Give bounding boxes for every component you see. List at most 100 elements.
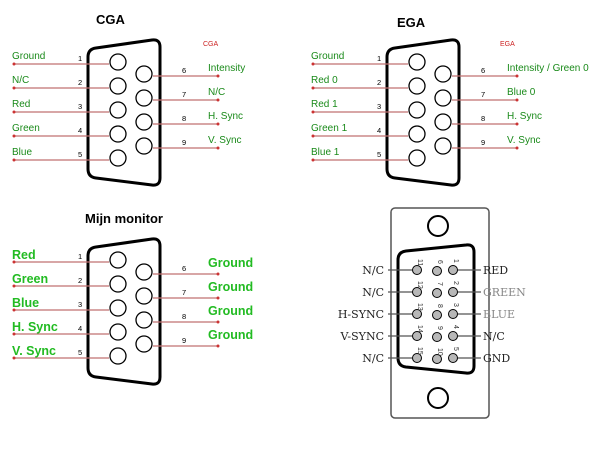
- mine-wire-dot-left-4: [12, 332, 16, 336]
- ega-pin-5: [408, 149, 426, 167]
- cga-pin-7: [135, 89, 153, 107]
- cga-pin-9: [135, 137, 153, 155]
- vga-label-right-1: RED: [483, 264, 508, 277]
- mine-wire-dot-right-7: [216, 296, 220, 300]
- cga-pin-8: [135, 113, 153, 131]
- cga-wire-dot-left-1: [12, 62, 16, 66]
- ega-pin-4: [408, 125, 426, 143]
- ega-wire-dot-left-4: [311, 134, 315, 138]
- cga-pin-number-3: 3: [78, 102, 82, 111]
- vga-pin-number-2: 2: [452, 281, 459, 285]
- ega-pin-label-3: Red 1: [311, 99, 338, 110]
- ega-pin-label-6: Intensity / Green 0: [507, 63, 589, 74]
- ega-pin-label-1: Ground: [311, 51, 344, 62]
- mine-pin-number-3: 3: [78, 300, 82, 309]
- cga-pin-label-8: H. Sync: [208, 111, 243, 122]
- ega-pin-2: [408, 77, 426, 95]
- vga-pin-number-9: 9: [436, 326, 443, 330]
- cga-pin-label-7: N/C: [208, 87, 225, 98]
- vga-label-left-15: N/C: [362, 352, 384, 365]
- ega-pin-number-1: 1: [377, 54, 381, 63]
- cga-pin-4: [109, 125, 127, 143]
- vga-pin-3: [448, 309, 458, 319]
- cga-pin-label-2: N/C: [12, 75, 29, 86]
- vga-label-left-13: H-SYNC: [338, 308, 384, 321]
- ega-wire-dot-left-1: [311, 62, 315, 66]
- mine-pin-8: [135, 311, 153, 329]
- vga-pin-number-1: 1: [452, 259, 459, 263]
- cga-pin-number-7: 7: [182, 90, 186, 99]
- mine-pin-label-1: Red: [12, 248, 36, 262]
- mine-wire-dot-right-9: [216, 344, 220, 348]
- ega-pin-number-2: 2: [377, 78, 381, 87]
- vga-screw-hole-bottom: [427, 387, 449, 409]
- cga-pin-number-2: 2: [78, 78, 82, 87]
- vga-pin-number-4: 4: [452, 325, 459, 329]
- vga-pin-12: [412, 287, 422, 297]
- vga-label-left-12: N/C: [362, 286, 384, 299]
- ega-pin-3: [408, 101, 426, 119]
- vga-connector-shell: [396, 243, 476, 375]
- ega-pin-9: [434, 137, 452, 155]
- mine-pin-label-8: Ground: [208, 304, 253, 318]
- mine-pin-9: [135, 335, 153, 353]
- ega-pin-8: [434, 113, 452, 131]
- mine-pin-1: [109, 251, 127, 269]
- vga-pin-number-3: 3: [452, 303, 459, 307]
- cga-pin-1: [109, 53, 127, 71]
- mine-pin-label-7: Ground: [208, 280, 253, 294]
- vga-pin-13: [412, 309, 422, 319]
- vga-pin-14: [412, 331, 422, 341]
- ega-pin-7: [434, 89, 452, 107]
- mine-title: Mijn monitor: [85, 211, 163, 226]
- cga-pin-5: [109, 149, 127, 167]
- ega-wire-dot-left-2: [311, 86, 315, 90]
- vga-label-left-14: V-SYNC: [340, 330, 385, 343]
- mine-pin-label-3: Blue: [12, 296, 39, 310]
- ega-pin-label-5: Blue 1: [311, 147, 340, 158]
- mine-pin-5: [109, 347, 127, 365]
- mine-wire-dot-left-5: [12, 356, 16, 360]
- cga-title: CGA: [96, 12, 126, 27]
- vga-pin-11: [412, 265, 422, 275]
- cga-wire-dot-right-7: [216, 98, 220, 102]
- cga-pin-6: [135, 65, 153, 83]
- cga-pin-number-1: 1: [78, 54, 82, 63]
- vga-label-right-2: GREEN: [483, 286, 526, 299]
- vga-label-right-4: N/C: [483, 330, 505, 343]
- ega-pin-label-4: Green 1: [311, 123, 348, 134]
- mine-pin-7: [135, 287, 153, 305]
- vga-pin-number-10: 10: [436, 348, 443, 356]
- vga-pin-number-11: 11: [416, 259, 423, 266]
- ega-wire-dot-right-9: [515, 146, 519, 150]
- mine-pin-number-9: 9: [182, 336, 186, 345]
- ega-pin-6: [434, 65, 452, 83]
- cga-wire-dot-left-3: [12, 110, 16, 114]
- mine-pin-4: [109, 323, 127, 341]
- mine-pin-number-6: 6: [182, 264, 186, 273]
- mine-wire-dot-left-1: [12, 260, 16, 264]
- vga-pin-number-14: 14: [416, 325, 423, 333]
- vga-pin-8: [432, 310, 442, 320]
- ega-connector-shell: [385, 38, 461, 187]
- cga-pin-2: [109, 77, 127, 95]
- ega-wire-dot-right-6: [515, 74, 519, 78]
- vga-screw-hole-top: [427, 215, 449, 237]
- mine-pin-6: [135, 263, 153, 281]
- ega-pin-number-7: 7: [481, 90, 485, 99]
- mine-connector-shell: [86, 237, 162, 386]
- ega-pin-number-8: 8: [481, 114, 485, 123]
- ega-wire-dot-left-5: [311, 158, 315, 162]
- vga-pin-number-6: 6: [436, 260, 443, 264]
- mine-pin-2: [109, 275, 127, 293]
- ega-tag: EGA: [500, 41, 515, 48]
- vga-pin-15: [412, 353, 422, 363]
- mine-wire-dot-left-2: [12, 284, 16, 288]
- mine-pin-3: [109, 299, 127, 317]
- vga-label-left-11: N/C: [362, 264, 384, 277]
- cga-pin-number-4: 4: [78, 126, 82, 135]
- ega-pin-number-6: 6: [481, 66, 485, 75]
